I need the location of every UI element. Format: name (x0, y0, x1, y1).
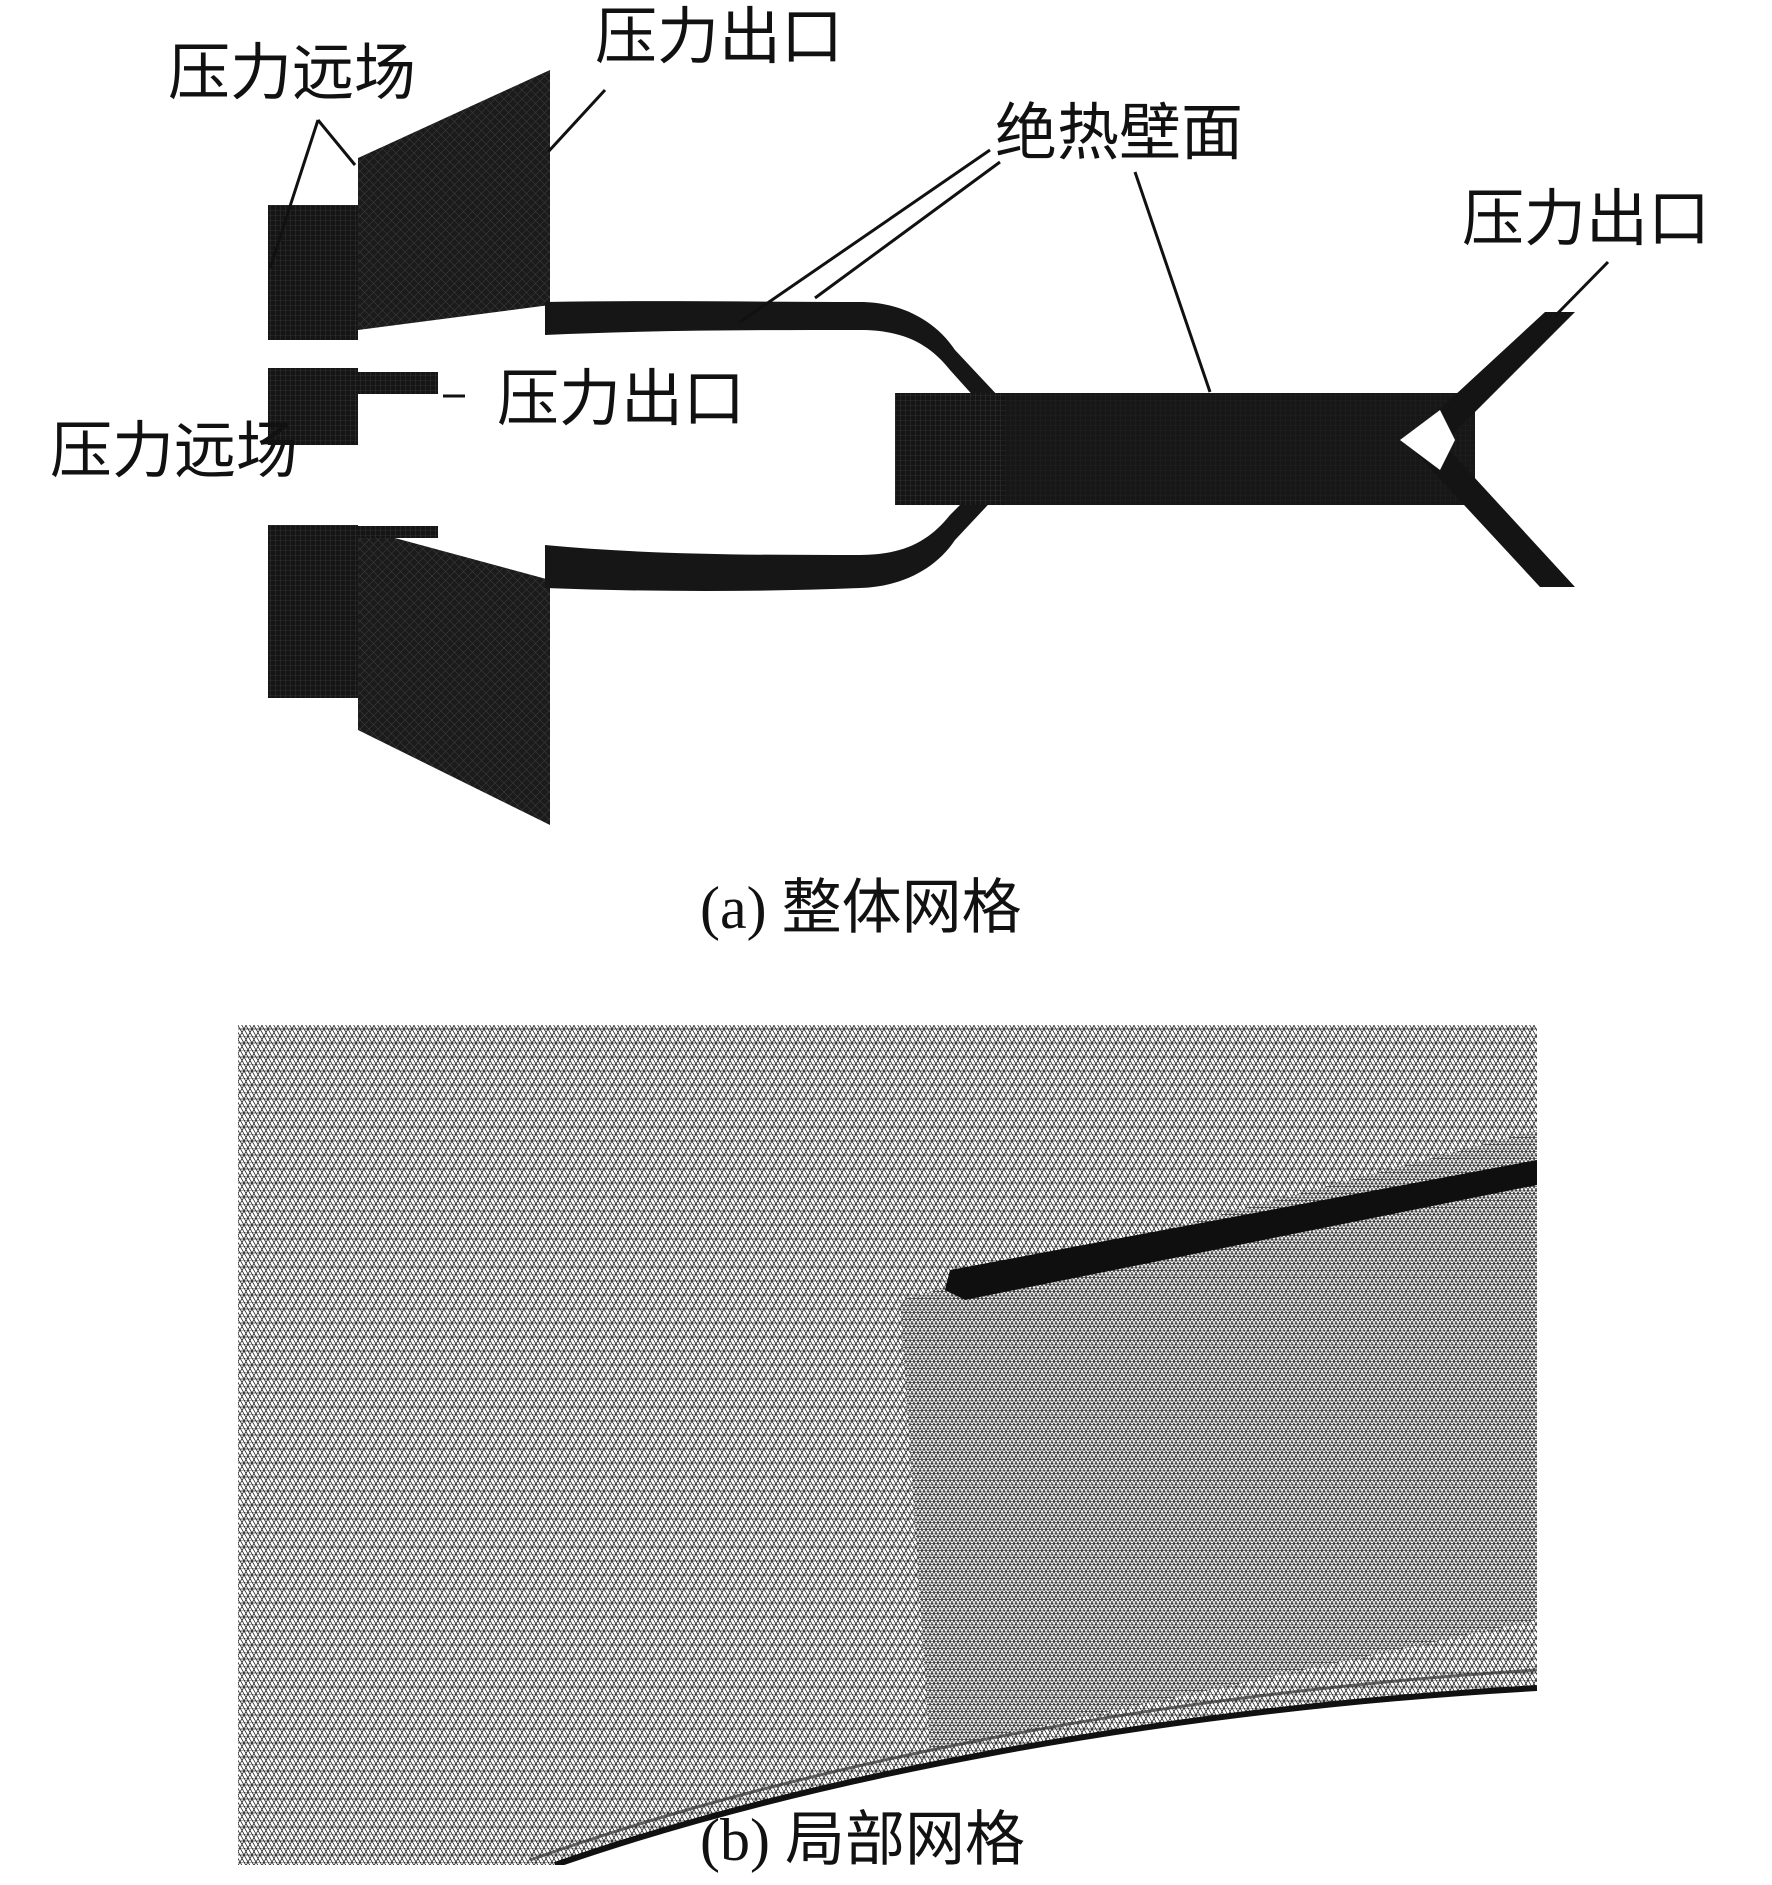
leader-lines-a (268, 88, 1610, 398)
label-far-field-left: 压力远场 (50, 414, 298, 487)
wall-boundary-edge (554, 1685, 1537, 1865)
inlet-gap-lower (268, 503, 438, 525)
duct-upper (545, 301, 1000, 420)
label-adiabatic-wall: 绝热壁面 (995, 96, 1243, 169)
local-mesh-dense-zone (900, 1130, 1537, 1750)
far-field-block-upper (268, 205, 358, 445)
caption-a: (a) 整体网格 (700, 875, 1022, 941)
inlet-domain-upper (358, 70, 550, 330)
combustor-body (895, 393, 1005, 505)
panel-a-overall-mesh (268, 70, 1575, 825)
splitter-plate (945, 1160, 1537, 1300)
label-outlet-right: 压力出口 (1462, 182, 1710, 255)
inlet-strip-upper (268, 372, 438, 394)
inlet-gap-upper (268, 340, 438, 368)
inlet-strip-lower (268, 526, 438, 538)
wall-boundary-layer (555, 1688, 1537, 1865)
caption-b: (b) 局部网格 (700, 1807, 1025, 1873)
inlet-domain-lower (358, 528, 550, 825)
wall-boundary-mesh (529, 1668, 1537, 1862)
panel-b-local-mesh (238, 1025, 1537, 1865)
duct-lower (545, 470, 1000, 591)
outlet-v-upper (1415, 312, 1575, 447)
label-outlet-top: 压力出口 (595, 0, 843, 73)
outlet-v-lower (1415, 440, 1575, 587)
label-far-field-top: 压力远场 (168, 36, 416, 109)
combustor-channel-mesh (1005, 393, 1475, 505)
outlet-v-notch (1400, 410, 1455, 470)
label-outlet-center: 压力出口 (497, 362, 745, 435)
